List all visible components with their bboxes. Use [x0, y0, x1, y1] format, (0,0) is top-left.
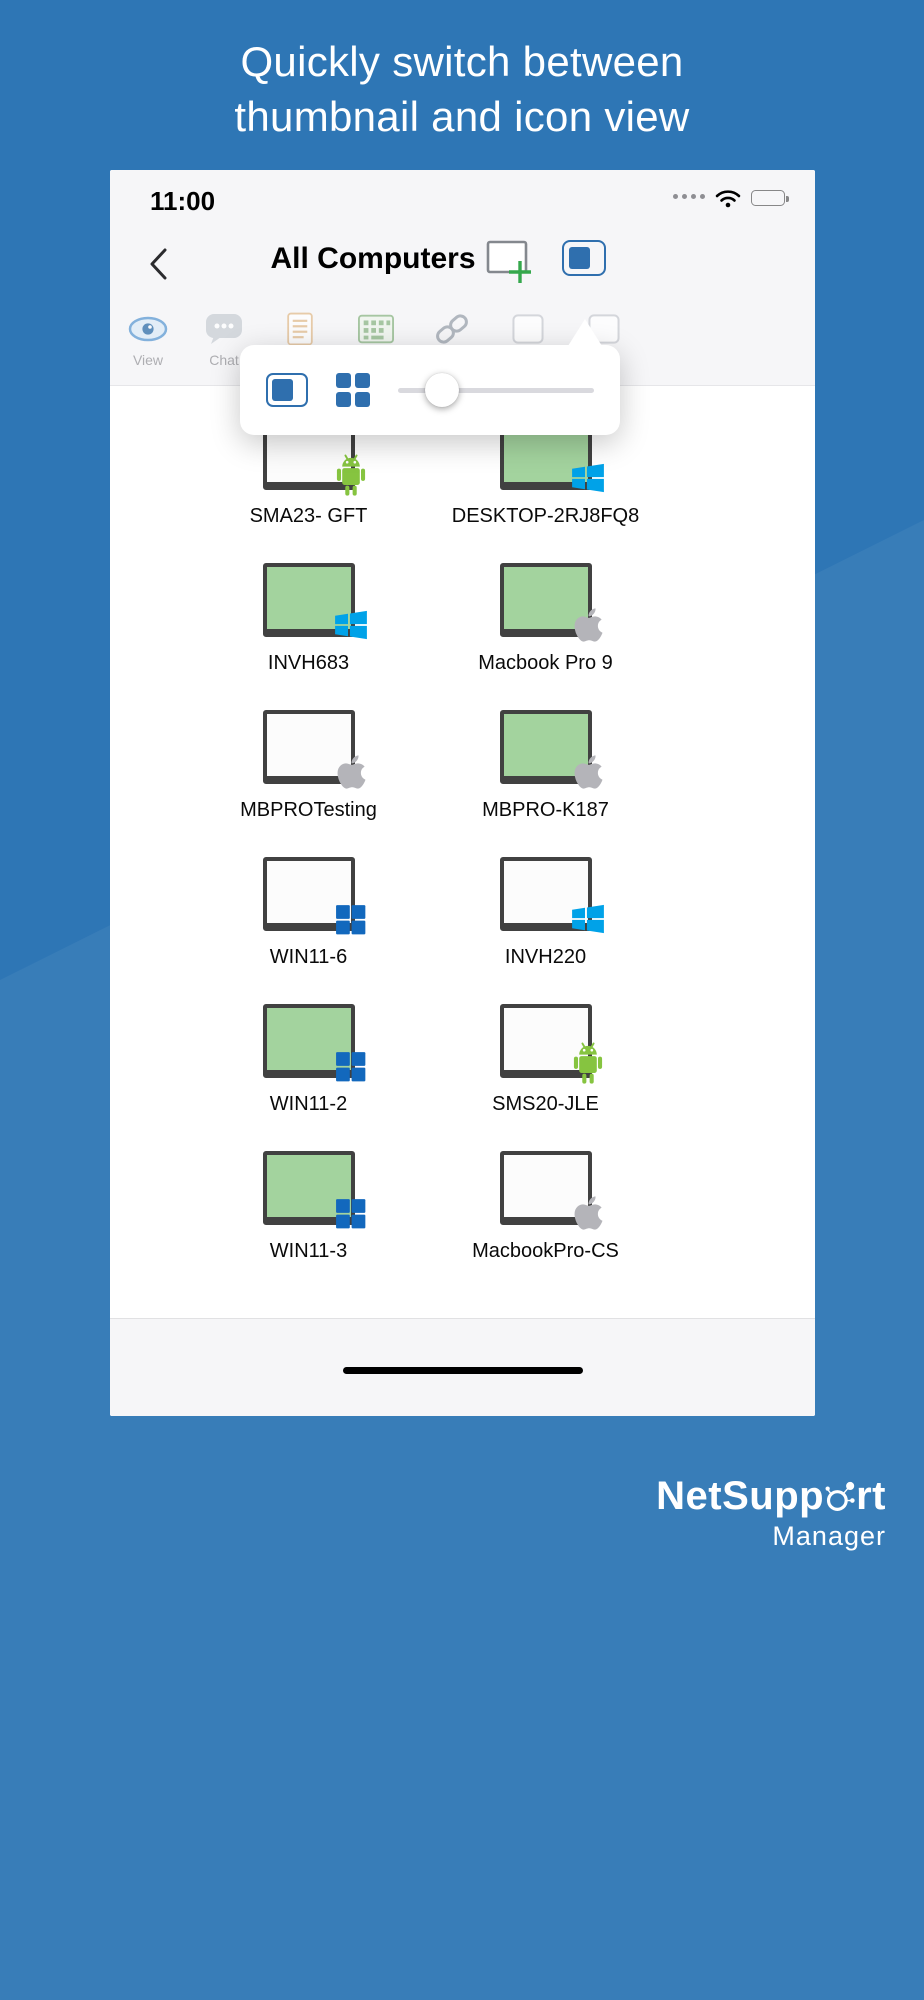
wifi-icon	[715, 190, 741, 208]
slider-thumb[interactable]	[425, 373, 460, 407]
screen-plus-icon	[486, 240, 531, 283]
apple-os-icon	[574, 1194, 603, 1232]
keypad-grid-icon	[355, 308, 397, 350]
computer-item[interactable]: SMS20-JLE	[427, 998, 664, 1145]
computer-name: MacbookPro-CS	[472, 1240, 619, 1262]
computer-name: WIN11-3	[269, 1240, 348, 1262]
toolbar-label: Chat	[209, 352, 239, 368]
computer-item[interactable]: WIN11-3	[190, 1145, 427, 1292]
status-bar: 11:00	[110, 170, 815, 228]
apple-os-icon	[574, 753, 603, 791]
computer-thumbnail-icon	[499, 1004, 602, 1084]
cellular-signal-icon	[673, 194, 705, 202]
computer-name: WIN11-2	[269, 1093, 348, 1115]
windows11-os-icon	[334, 1050, 367, 1083]
icon-view-option[interactable]	[336, 373, 370, 407]
status-icons	[673, 188, 789, 208]
toolbar: View Chat	[110, 300, 815, 385]
brand-name: NetSupp rt	[656, 1474, 886, 1519]
computer-item[interactable]: WIN11-6	[190, 851, 427, 998]
computer-thumbnail-icon	[262, 563, 367, 640]
android-os-icon	[333, 454, 369, 498]
brand-name-suffix: rt	[856, 1474, 886, 1518]
computer-thumbnail-icon	[499, 563, 602, 642]
thumbnail-view-icon	[562, 240, 606, 276]
computer-item[interactable]: WIN11-2	[190, 998, 427, 1145]
computer-thumbnail-icon	[262, 1151, 365, 1229]
home-indicator[interactable]	[342, 1367, 583, 1374]
add-computer-button[interactable]	[484, 238, 536, 286]
computer-item[interactable]: MacbookPro-CS	[427, 1145, 664, 1292]
computer-name: MBPRO-K187	[482, 799, 609, 821]
network-node-icon	[825, 1481, 855, 1511]
computer-item[interactable]: INVH683	[190, 557, 427, 704]
title-line-1: Quickly switch between	[240, 38, 684, 85]
thumbnail-view-option[interactable]	[266, 373, 308, 407]
computer-item[interactable]: MBPRO-K187	[427, 704, 664, 851]
windows-os-icon	[570, 901, 606, 937]
brand-subtitle: Manager	[772, 1521, 886, 1551]
computer-thumbnail-icon	[499, 857, 604, 934]
size-slider[interactable]	[398, 372, 594, 408]
computer-name: INVH220	[504, 946, 587, 968]
computer-name: MBPROTesting	[240, 799, 377, 821]
slider-track[interactable]	[398, 388, 594, 393]
chat-bubble-icon	[202, 308, 246, 350]
battery-icon	[751, 190, 789, 206]
document-icon	[280, 308, 320, 350]
computer-name: Macbook Pro 9	[478, 652, 613, 674]
toolbar-item-chat[interactable]: Chat	[186, 300, 262, 385]
android-os-icon	[570, 1042, 606, 1086]
computer-thumbnail-icon	[499, 710, 602, 789]
computer-name: DESKTOP-2RJ8FQ8	[451, 505, 640, 527]
toolbar-label: View	[132, 352, 164, 368]
computer-item[interactable]: INVH220	[427, 851, 664, 998]
view-options-popup	[240, 319, 620, 435]
computer-name: WIN11-6	[269, 946, 348, 968]
toolbar-item-message[interactable]	[262, 300, 338, 385]
title-line-2: thumbnail and icon view	[234, 93, 690, 141]
computer-item[interactable]: MBPROTesting	[190, 704, 427, 851]
computer-grid: SMA23- GFT	[190, 410, 664, 1292]
toolbar-item-remote[interactable]	[338, 300, 414, 385]
toolbar-item-view[interactable]: View	[110, 300, 186, 385]
popup-arrow	[568, 319, 602, 346]
computer-name: SMS20-JLE	[492, 1093, 599, 1115]
computer-thumbnail-icon	[262, 1004, 365, 1082]
computer-item[interactable]: Macbook Pro 9	[427, 557, 664, 704]
bottom-bar	[110, 1318, 815, 1416]
view-mode-button[interactable]	[562, 240, 610, 280]
computer-name: SMA23- GFT	[249, 505, 368, 527]
toolbar-item-connect[interactable]	[414, 300, 490, 385]
windows11-os-icon	[334, 1197, 367, 1230]
phone-screenshot: 11:00 All Computers	[110, 170, 815, 1416]
back-button[interactable]	[146, 246, 172, 282]
apple-os-icon	[574, 606, 603, 644]
navigation-bar: All Computers	[110, 228, 815, 300]
windows-os-icon	[333, 607, 369, 643]
windows-os-icon	[570, 460, 606, 496]
computer-thumbnail-icon	[262, 857, 365, 935]
square-icon	[508, 308, 548, 350]
netsupport-logo: NetSupp rt Manager	[656, 1474, 886, 1552]
eye-icon	[126, 308, 170, 350]
link-icon	[430, 308, 474, 350]
brand-name-prefix: NetSupp	[656, 1474, 825, 1518]
windows11-os-icon	[334, 903, 367, 936]
apple-os-icon	[337, 753, 366, 791]
toolbar-item-extra[interactable]	[490, 300, 566, 385]
computer-thumbnail-icon	[499, 1151, 602, 1230]
page-title: Quickly switch between thumbnail and ico…	[0, 34, 924, 145]
computer-thumbnail-icon	[262, 710, 365, 789]
page-heading: All Computers	[270, 242, 476, 275]
computer-name: INVH683	[267, 652, 350, 674]
clock: 11:00	[150, 186, 216, 216]
